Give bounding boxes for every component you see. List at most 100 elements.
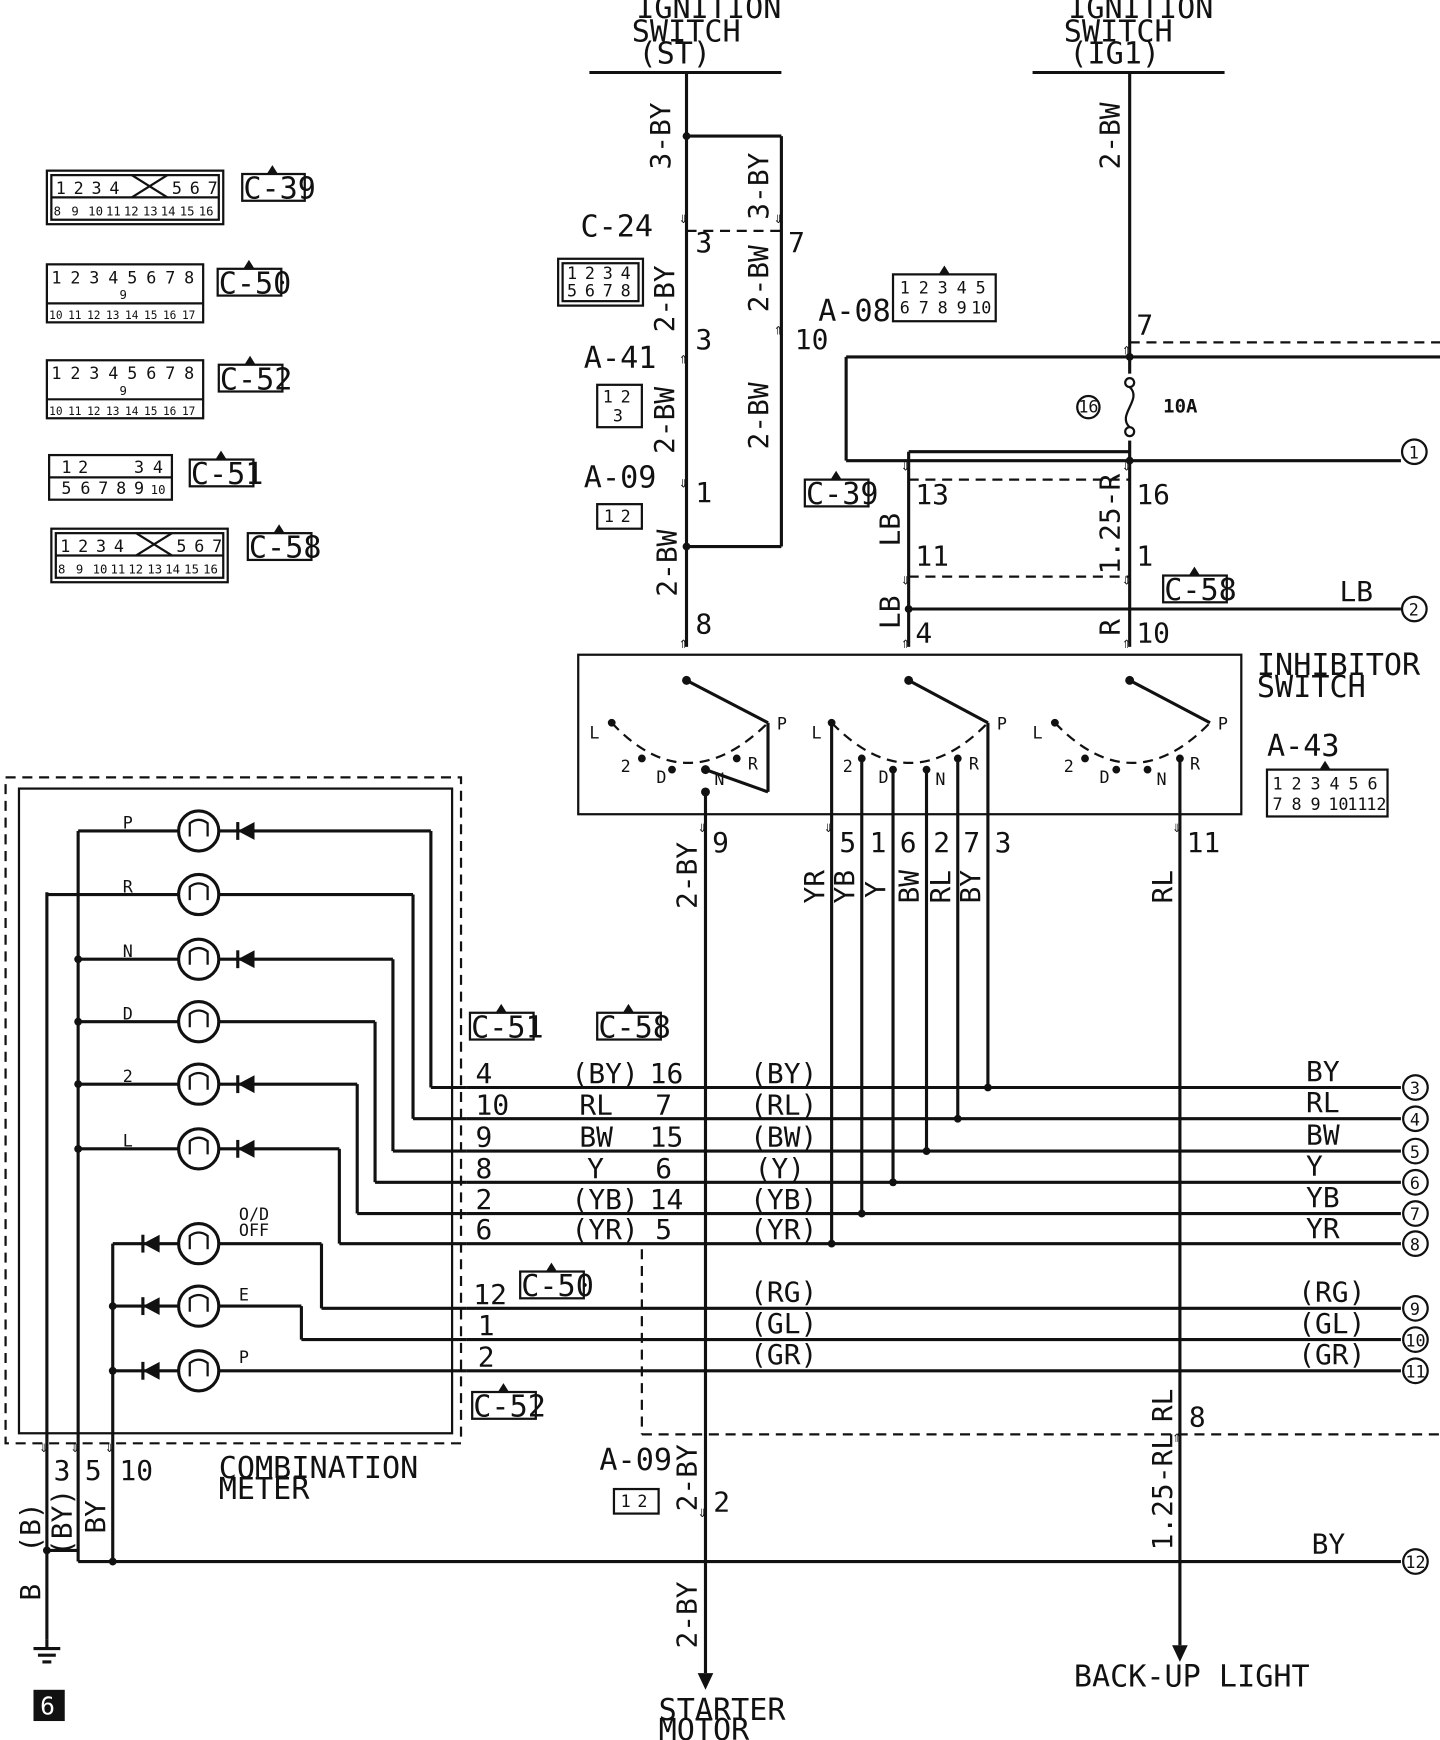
svg-text:BY: BY [79,1500,112,1534]
svg-text:D: D [656,767,666,787]
svg-text:⇓: ⇓ [70,1438,79,1456]
svg-text:1.25-R: 1.25-R [1094,474,1127,575]
connector-a09-top: A-09 1 2 [584,460,656,530]
svg-text:2: 2 [478,1340,495,1373]
ign-ig1-line1: IGNITION [1068,0,1213,26]
svg-text:11: 11 [111,562,126,576]
svg-text:1: 1 [604,506,614,526]
svg-text:4: 4 [915,616,932,649]
svg-text:7: 7 [1410,1204,1420,1224]
svg-text:10: 10 [49,309,62,322]
ref-9: 9 [1402,1294,1429,1322]
connector-c39-shape: 1 2 3 4 5 6 7 8 9 10 11 12 13 14 15 16 C… [45,165,316,226]
meter-indicator-p: P [78,809,467,1090]
c52-label: C-52 [220,362,293,397]
destination-backup-light: BACK-UP LIGHT [1074,1659,1310,1694]
svg-text:6: 6 [476,1213,493,1246]
svg-text:7: 7 [963,826,980,859]
svg-text:⇓: ⇓ [679,209,688,227]
svg-text:YB: YB [828,870,861,904]
svg-text:12: 12 [87,405,100,418]
svg-text:11: 11 [915,540,949,573]
svg-text:⇑: ⇑ [1172,1428,1181,1446]
svg-text:O/D: O/D [239,1204,269,1224]
svg-text:A-09: A-09 [599,1443,672,1478]
svg-text:5: 5 [1410,1142,1420,1162]
svg-text:BW: BW [893,870,926,904]
svg-text:7: 7 [1273,794,1283,814]
svg-text:(BY): (BY) [45,1489,78,1556]
svg-text:3: 3 [54,1454,71,1487]
svg-text:L: L [1033,722,1043,742]
svg-text:(YB): (YB) [572,1183,639,1216]
svg-text:3: 3 [1410,1078,1420,1098]
c39-pin: 6 [190,178,200,198]
svg-text:C-50: C-50 [521,1269,594,1304]
svg-text:3-BY: 3-BY [742,152,775,219]
svg-text:R: R [1190,754,1201,774]
fuse-number: 16 [1078,397,1098,417]
svg-text:1: 1 [478,1309,495,1342]
svg-text:⇓: ⇓ [698,818,707,836]
svg-text:⇓: ⇓ [39,1438,48,1456]
svg-text:1: 1 [567,263,577,283]
svg-text:7: 7 [788,226,805,259]
svg-text:7: 7 [603,281,613,301]
svg-text:8: 8 [621,281,631,301]
svg-text:P: P [1218,713,1228,733]
svg-text:10: 10 [1328,794,1348,814]
svg-text:16: 16 [203,562,218,576]
svg-text:1: 1 [61,457,71,477]
svg-text:1: 1 [1136,540,1153,573]
svg-text:1: 1 [1273,774,1283,794]
svg-text:3: 3 [995,826,1012,859]
svg-text:(YR): (YR) [572,1213,639,1246]
svg-text:N: N [714,769,724,789]
svg-text:B: B [14,1584,47,1601]
svg-text:1: 1 [900,277,910,297]
c39-pin: 8 [54,204,61,218]
svg-text:L: L [123,1131,133,1151]
svg-text:(BY): (BY) [572,1057,639,1090]
meter-indicator-2: 2 [74,1062,467,1216]
svg-text:⇓: ⇓ [901,457,910,475]
svg-text:5: 5 [176,536,186,556]
svg-text:(RG): (RG) [1298,1276,1365,1309]
meter-indicator-d: D [74,1000,467,1184]
svg-text:3: 3 [938,277,948,297]
ign-st-line3: (ST) [639,37,712,72]
ig1-circuit: 2-BW 7 16 10A 13 16 11 1 4 10 LB LB 1.25… [844,72,1440,652]
svg-text:11: 11 [68,405,81,418]
svg-text:10: 10 [476,1088,510,1121]
svg-text:D: D [879,767,889,787]
svg-text:Y: Y [859,881,892,898]
svg-text:2: 2 [637,1491,647,1511]
svg-text:6: 6 [146,267,156,287]
svg-text:2-BW: 2-BW [648,387,681,454]
svg-text:2: 2 [123,1066,133,1086]
svg-text:YB: YB [1306,1181,1340,1214]
svg-text:5: 5 [976,277,986,297]
svg-text:⇓: ⇓ [1172,818,1181,836]
svg-text:2-BW: 2-BW [742,382,775,449]
connector-a43: A-43 1 2 3 4 5 6 7 8 9 10 11 12 [1265,729,1389,818]
svg-text:2: 2 [1064,756,1074,776]
svg-text:1: 1 [621,1491,631,1511]
svg-text:(BY): (BY) [750,1057,817,1090]
svg-text:3: 3 [1311,774,1321,794]
svg-text:12: 12 [87,309,100,322]
ref-12: 12 [1402,1548,1429,1575]
svg-text:5: 5 [1348,774,1358,794]
svg-text:2: 2 [585,263,595,283]
svg-text:6: 6 [194,536,204,556]
svg-text:15: 15 [144,309,157,322]
svg-text:1.25-RL: 1.25-RL [1146,1433,1179,1550]
svg-text:C-52: C-52 [473,1390,546,1425]
svg-text:⇑: ⇑ [1122,634,1131,652]
connector-c52-shape: 1 2 3 4 5 6 7 8 9 10 11 12 13 14 15 16 1… [45,355,293,420]
connector-a09-bottom: A-09 1 2 [599,1443,672,1515]
connector-c51-shape: 1 2 3 4 5 6 7 8 9 10 C-51 [47,450,263,501]
connector-a41: A-41 1 2 3 [584,341,656,429]
svg-text:2: 2 [78,536,88,556]
